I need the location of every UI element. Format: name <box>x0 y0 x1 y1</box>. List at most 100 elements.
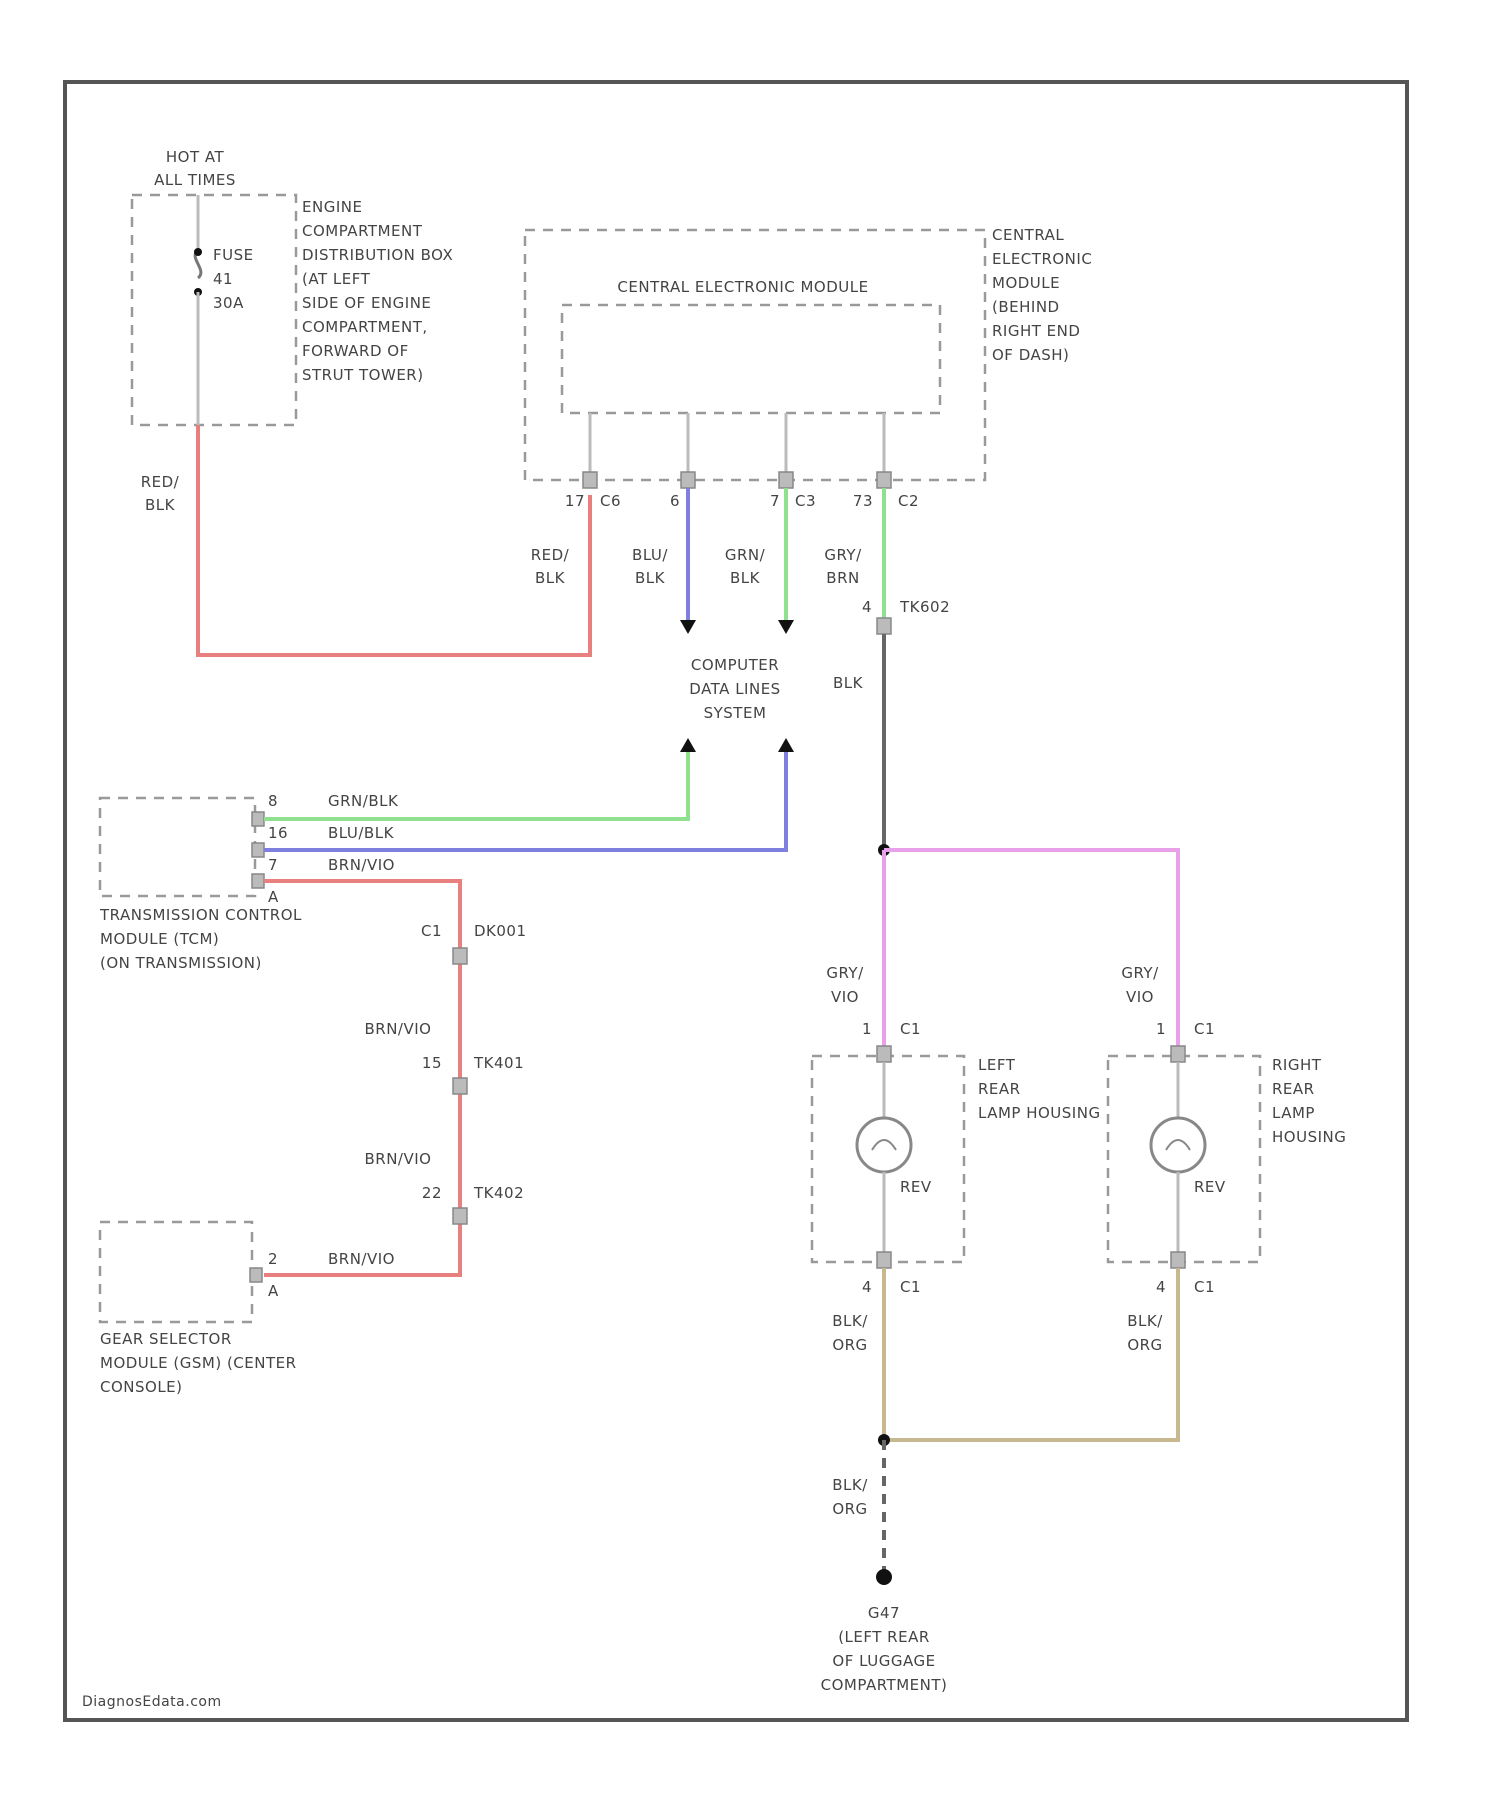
pin-number: 4 <box>862 1278 872 1296</box>
ground-label: G47 (LEFT REAR OF LUGGAGE COMPARTMENT) <box>821 1604 948 1694</box>
wire-color-label: BRN/VIO <box>365 1020 432 1038</box>
wire-color-label: BLK/ <box>832 1312 868 1330</box>
wire-color-label: BRN <box>826 569 859 587</box>
svg-text:HOUSING: HOUSING <box>1272 1128 1346 1146</box>
svg-text:REAR: REAR <box>978 1080 1021 1098</box>
wire-color-label: BLU/BLK <box>328 824 395 842</box>
connector-terminal <box>779 472 793 488</box>
wire-color-label: GRY/ <box>824 546 862 564</box>
svg-text:(ON TRANSMISSION): (ON TRANSMISSION) <box>100 954 262 972</box>
pin-number: 73 <box>853 492 873 510</box>
connector-id: C3 <box>795 492 816 510</box>
connector-id: C1 <box>1194 1278 1215 1296</box>
wire-color-label: ORG <box>832 1336 867 1354</box>
bulb-label: REV <box>900 1178 932 1196</box>
connector-terminal <box>877 1252 891 1268</box>
svg-text:MODULE (GSM) (CENTER: MODULE (GSM) (CENTER <box>100 1354 297 1372</box>
wire-color-label: BLK <box>635 569 666 587</box>
cem-location-label: CENTRAL ELECTRONIC MODULE (BEHIND RIGHT … <box>992 226 1092 364</box>
wire-color-label: BLK <box>730 569 761 587</box>
watermark: DiagnosEdata.com <box>82 1694 222 1710</box>
pin-number: 1 <box>1156 1020 1166 1038</box>
connector-id: DK001 <box>474 922 527 940</box>
left-rear-lamp: GRY/ VIO 1 C1 REV LEFT REAR LAMP HOUSING… <box>812 964 1101 1354</box>
connector-terminal <box>681 472 695 488</box>
wire-color-label: BLK/ <box>1127 1312 1163 1330</box>
connector-id: C1 <box>900 1278 921 1296</box>
svg-text:OF LUGGAGE: OF LUGGAGE <box>832 1652 935 1670</box>
wire-color-label: VIO <box>831 988 859 1006</box>
brn-vio-wire <box>264 881 460 1275</box>
svg-text:G47: G47 <box>868 1604 900 1622</box>
wire-color-label: RED/ <box>141 473 180 491</box>
wire-color-label: BLK/ <box>832 1476 868 1494</box>
svg-text:CENTRAL: CENTRAL <box>992 226 1064 244</box>
pin-number: 4 <box>1156 1278 1166 1296</box>
connector-terminal <box>877 618 891 634</box>
pin-number: 7 <box>268 856 278 874</box>
svg-text:COMPARTMENT: COMPARTMENT <box>302 222 423 240</box>
left-lamp-label: LEFT REAR LAMP HOUSING <box>978 1056 1101 1122</box>
wire-color-label: BLK <box>833 674 864 692</box>
svg-text:STRUT TOWER): STRUT TOWER) <box>302 366 424 384</box>
wire-color-label: BRN/VIO <box>365 1150 432 1168</box>
svg-text:RIGHT END: RIGHT END <box>992 322 1080 340</box>
svg-text:(BEHIND: (BEHIND <box>992 298 1060 316</box>
connector-terminal <box>252 812 264 826</box>
wire-color-label: GRY/ <box>826 964 864 982</box>
svg-text:FORWARD OF: FORWARD OF <box>302 342 409 360</box>
connector-terminal <box>250 1268 262 1282</box>
wire-color-label: GRN/ <box>725 546 766 564</box>
bulb-icon <box>857 1118 911 1172</box>
arrow-up-icon <box>778 738 794 752</box>
svg-text:DISTRIBUTION BOX: DISTRIBUTION BOX <box>302 246 453 264</box>
svg-text:LAMP: LAMP <box>1272 1104 1315 1122</box>
hot-at-label: HOT AT <box>166 148 225 166</box>
svg-text:COMPARTMENT): COMPARTMENT) <box>821 1676 948 1694</box>
cem-inner-box <box>562 305 940 413</box>
svg-text:ENGINE: ENGINE <box>302 198 362 216</box>
gsm-label: GEAR SELECTOR MODULE (GSM) (CENTER CONSO… <box>100 1330 297 1396</box>
connector-id: C1 <box>900 1020 921 1038</box>
wire-color-label: BLK <box>145 496 176 514</box>
cem-title: CENTRAL ELECTRONIC MODULE <box>617 278 868 296</box>
connector-id: TK602 <box>899 598 950 616</box>
connector-id: C2 <box>898 492 919 510</box>
distribution-box-label: ENGINE COMPARTMENT DISTRIBUTION BOX (AT … <box>302 198 453 384</box>
connector-terminal <box>877 1046 891 1062</box>
arrow-down-icon <box>778 620 794 634</box>
wire-color-label: BLU/ <box>632 546 668 564</box>
wire-color-label: RED/ <box>531 546 570 564</box>
svg-text:TRANSMISSION CONTROL: TRANSMISSION CONTROL <box>99 906 302 924</box>
fuse-label: FUSE <box>213 246 254 264</box>
pin-number: 2 <box>268 1250 278 1268</box>
pin-number: 17 <box>565 492 585 510</box>
wire-color-label: VIO <box>1126 988 1154 1006</box>
connector-terminal <box>583 472 597 488</box>
pin-number: 15 <box>422 1054 442 1072</box>
cem-outer-box <box>525 230 985 480</box>
wire-color-label: ORG <box>832 1500 867 1518</box>
bulb-icon <box>1151 1118 1205 1172</box>
harness-connectors: C1 DK001 BRN/VIO 15 TK401 BRN/VIO 22 TK4… <box>365 922 527 1224</box>
arrow-down-icon <box>680 620 696 634</box>
connector-terminal <box>453 1078 467 1094</box>
svg-text:COMPARTMENT,: COMPARTMENT, <box>302 318 428 336</box>
connector-terminal <box>252 874 264 888</box>
connector-terminal <box>453 1208 467 1224</box>
svg-text:SYSTEM: SYSTEM <box>704 704 767 722</box>
gry-vio-wire <box>884 850 1178 1048</box>
svg-text:GEAR SELECTOR: GEAR SELECTOR <box>100 1330 232 1348</box>
red-blk-power-wire <box>198 425 590 655</box>
ground-icon <box>876 1569 892 1585</box>
connector-terminal <box>1171 1252 1185 1268</box>
svg-text:ELECTRONIC: ELECTRONIC <box>992 250 1092 268</box>
connector-id: A <box>268 1282 279 1300</box>
arrow-up-icon <box>680 738 696 752</box>
svg-text:MODULE (TCM): MODULE (TCM) <box>100 930 219 948</box>
connector-terminal <box>877 472 891 488</box>
diagram-frame <box>65 82 1407 1720</box>
svg-text:SIDE OF ENGINE: SIDE OF ENGINE <box>302 294 431 312</box>
right-lamp-label: RIGHT REAR LAMP HOUSING <box>1272 1056 1346 1146</box>
